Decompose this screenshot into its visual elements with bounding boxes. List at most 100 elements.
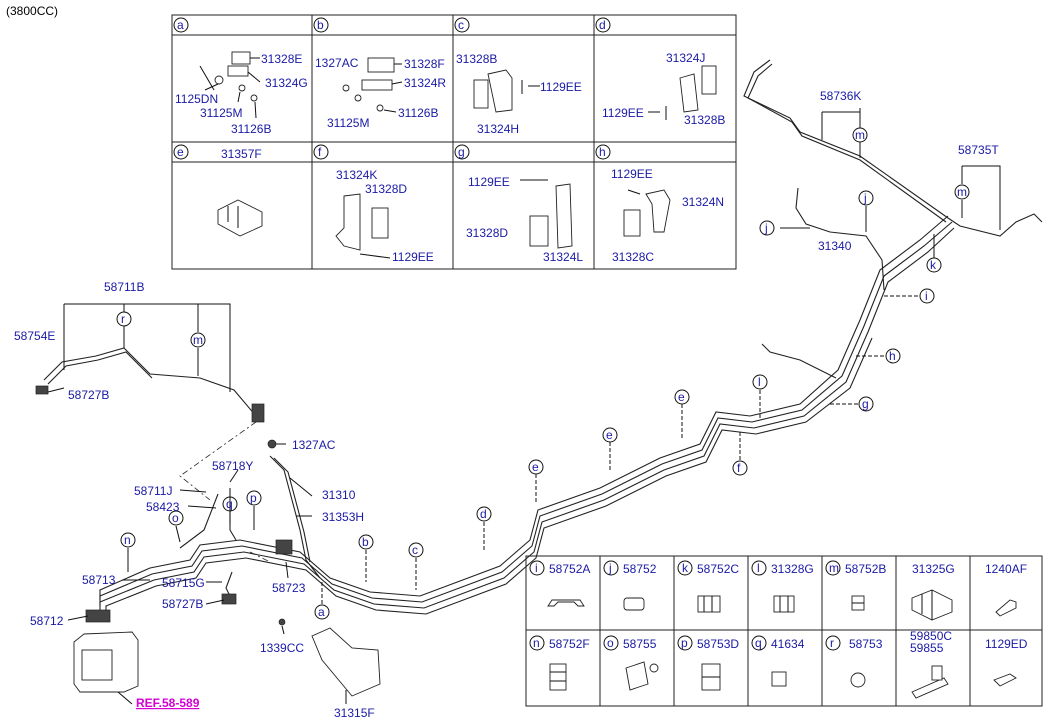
svg-text:o: o bbox=[607, 636, 614, 650]
svg-text:e: e bbox=[606, 428, 613, 442]
callout-d: d bbox=[476, 506, 492, 522]
parts-table-bottom: i 58752A j 58752 k 58752C l 31328G m 587… bbox=[525, 555, 1043, 707]
cell-key-d: d bbox=[595, 17, 611, 33]
part-59855: 59855 bbox=[910, 641, 944, 655]
cell-a-label-2: 31324G bbox=[265, 76, 308, 90]
svg-text:i: i bbox=[925, 289, 928, 303]
label-58718Y: 58718Y bbox=[212, 459, 253, 473]
label-31340: 31340 bbox=[818, 239, 852, 253]
part-58755: 58755 bbox=[623, 637, 657, 651]
brake-line-assembly bbox=[35, 59, 1043, 697]
part-58752B: 58752B bbox=[845, 562, 886, 576]
cell-key-b: b bbox=[313, 17, 329, 33]
label-58727B-low: 58727B bbox=[162, 597, 203, 611]
svg-text:b: b bbox=[317, 18, 324, 32]
cell-g-label-1: 1129EE bbox=[468, 175, 510, 189]
cell-d-label-3: 31328B bbox=[684, 113, 725, 127]
svg-text:f: f bbox=[737, 461, 741, 475]
label-58711B: 58711B bbox=[104, 280, 144, 294]
svg-text:h: h bbox=[889, 349, 896, 363]
svg-text:i: i bbox=[535, 561, 538, 575]
part-58752C: 58752C bbox=[697, 562, 739, 576]
label-58723: 58723 bbox=[272, 581, 306, 595]
callout-h: h bbox=[885, 348, 901, 364]
label-58754E: 58754E bbox=[14, 329, 55, 343]
svg-text:n: n bbox=[124, 533, 131, 547]
cell-d-label-2: 1129EE bbox=[602, 106, 644, 120]
label-58736K: 58736K bbox=[820, 89, 861, 103]
svg-text:n: n bbox=[533, 636, 540, 650]
label-58735T: 58735T bbox=[958, 143, 999, 157]
callout-k: k bbox=[926, 257, 942, 273]
cell-e-label-1: 31357F bbox=[221, 147, 262, 161]
svg-text:l: l bbox=[758, 375, 761, 389]
part-number-labels: 58736K 58735T 31340 58711B 58754E 58727B… bbox=[14, 89, 999, 720]
cell-h-label-1: 1129EE bbox=[611, 167, 653, 181]
svg-text:a: a bbox=[318, 605, 325, 619]
callout-p: p bbox=[246, 490, 262, 506]
callout-m-58711B: m bbox=[190, 332, 206, 348]
leader-lines bbox=[47, 108, 1001, 705]
cell-c-label-2: 1129EE bbox=[540, 80, 582, 94]
cell-c-label-3: 31324H bbox=[477, 122, 519, 136]
svg-text:m: m bbox=[193, 333, 203, 347]
callout-m-58736K: m bbox=[852, 127, 868, 143]
svg-text:l: l bbox=[757, 561, 760, 575]
label-58713: 58713 bbox=[82, 573, 116, 587]
part-31325G: 31325G bbox=[912, 562, 955, 576]
svg-text:e: e bbox=[532, 460, 539, 474]
callout-e-1: e bbox=[674, 389, 690, 405]
cell-b-label-2: 31328F bbox=[404, 57, 445, 71]
svg-text:f: f bbox=[318, 145, 322, 159]
cell-b-label-5: 31126B bbox=[398, 106, 438, 120]
callout-l: l bbox=[752, 374, 768, 390]
callout-r: r bbox=[116, 311, 132, 327]
svg-text:o: o bbox=[172, 511, 179, 525]
svg-text:k: k bbox=[682, 561, 689, 575]
svg-text:m: m bbox=[855, 128, 865, 142]
svg-text:g: g bbox=[862, 397, 869, 411]
cell-f-label-3: 1129EE bbox=[392, 250, 434, 264]
cell-h-label-2: 31324N bbox=[682, 195, 724, 209]
cell-g-label-2: 31328D bbox=[466, 226, 508, 240]
cell-f-label-1: 31324K bbox=[336, 168, 377, 182]
cell-b-label-1: 1327AC bbox=[315, 56, 359, 70]
callout-j-top: j bbox=[858, 190, 874, 206]
cell-a-label-3: 1125DN bbox=[175, 92, 218, 106]
part-58752A: 58752A bbox=[549, 562, 590, 576]
label-58727B-top: 58727B bbox=[68, 388, 109, 402]
callout-j-left: j bbox=[759, 220, 775, 236]
cell-g-label-3: 31324L bbox=[543, 250, 583, 264]
cell-b-label-4: 31125M bbox=[327, 116, 369, 130]
cell-a-label-5: 31126B bbox=[231, 122, 271, 136]
part-31328G: 31328G bbox=[771, 562, 814, 576]
svg-text:c: c bbox=[412, 543, 418, 557]
part-1129ED: 1129ED bbox=[985, 637, 1028, 651]
label-58715G: 58715G bbox=[162, 576, 205, 590]
part-41634: 41634 bbox=[771, 637, 805, 651]
svg-text:m: m bbox=[957, 185, 967, 199]
callout-markers: m m j j k i h g l f e e e d c b a r m q … bbox=[116, 127, 970, 620]
svg-text:j: j bbox=[764, 221, 768, 235]
part-59850C: 59850C bbox=[910, 629, 952, 643]
cell-a-label-1: 31328E bbox=[261, 52, 302, 66]
part-1240AF: 1240AF bbox=[985, 562, 1027, 576]
cell-b-label-3: 31324R bbox=[404, 76, 446, 90]
callout-f: f bbox=[732, 460, 748, 476]
callout-e-3: e bbox=[528, 459, 544, 475]
label-58712: 58712 bbox=[30, 614, 64, 628]
label-58711J: 58711J bbox=[134, 484, 172, 498]
svg-text:p: p bbox=[250, 491, 257, 505]
cell-key-c: c bbox=[454, 17, 470, 33]
svg-text:p: p bbox=[681, 636, 688, 650]
svg-text:q: q bbox=[226, 497, 233, 511]
label-31315F: 31315F bbox=[334, 706, 375, 720]
svg-text:g: g bbox=[458, 145, 465, 159]
svg-text:a: a bbox=[177, 18, 184, 32]
label-31353H: 31353H bbox=[322, 510, 364, 524]
callout-i: i bbox=[919, 288, 935, 304]
ref-link[interactable]: REF.58-589 bbox=[136, 696, 200, 710]
cell-h-label-3: 31328C bbox=[612, 250, 654, 264]
svg-text:m: m bbox=[829, 561, 839, 575]
